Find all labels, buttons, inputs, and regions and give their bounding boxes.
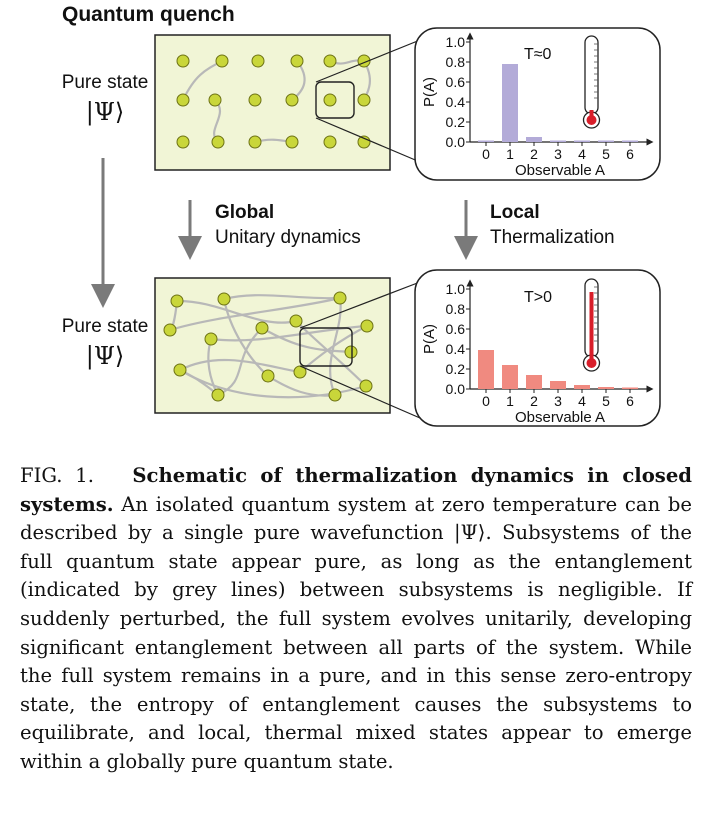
bottom-chart-xtick-label: 5 bbox=[602, 393, 610, 409]
top-ket: |Ψ⟩ bbox=[85, 98, 125, 126]
top-chart-bar-3 bbox=[550, 140, 566, 142]
bottom-chart-ytick-label: 0.6 bbox=[446, 321, 466, 337]
top-chart-ytick-label: 0.0 bbox=[446, 134, 466, 150]
bottom-chart-y-label: P(A) bbox=[421, 324, 438, 354]
bottom-chart-ytick-label: 0.0 bbox=[446, 381, 466, 397]
top-chart-y-label: P(A) bbox=[421, 77, 438, 107]
local-label-bold: Local bbox=[490, 202, 540, 223]
bottom-chart-xtick-label: 0 bbox=[482, 393, 490, 409]
top-temperature: T≈0 bbox=[524, 46, 552, 63]
bottom-chart-ytick-label: 1.0 bbox=[446, 281, 466, 297]
top-chart-ytick-label: 0.4 bbox=[446, 94, 466, 110]
global-label-text: Unitary dynamics bbox=[215, 227, 361, 248]
caption-body: An isolated quantum system at zero tempe… bbox=[20, 492, 692, 773]
top-chart-ytick-label: 0.6 bbox=[446, 74, 466, 90]
bottom-chart-xtick-label: 4 bbox=[578, 393, 586, 409]
top-chart-bar-1 bbox=[502, 64, 518, 142]
bottom-subsystem-box bbox=[299, 327, 353, 367]
bottom-chart-bar-5 bbox=[598, 387, 614, 389]
top-state-label: Pure state bbox=[61, 72, 149, 93]
top-chart-ytick-label: 0.2 bbox=[446, 114, 466, 130]
top-chart-ytick-label: 1.0 bbox=[446, 34, 466, 50]
bottom-chart-xtick-label: 2 bbox=[530, 393, 538, 409]
global-label: Global Unitary dynamics bbox=[215, 200, 361, 250]
top-chart-bar-6 bbox=[622, 140, 638, 142]
caption-title: Schematic of thermalization dynamics in … bbox=[20, 464, 693, 516]
top-particles bbox=[176, 54, 371, 149]
figure: Quantum quench Pure state |Ψ⟩ Pure state… bbox=[61, 3, 661, 427]
hot-thermometer-icon bbox=[582, 278, 601, 372]
figure-title: Quantum quench bbox=[62, 3, 235, 26]
bottom-chart-xtick-label: 3 bbox=[554, 393, 562, 409]
bottom-state-label: Pure state bbox=[61, 316, 149, 337]
bottom-chart-bar-0 bbox=[478, 350, 494, 389]
top-chart-bar-4 bbox=[574, 140, 590, 142]
top-chart-bar-0 bbox=[478, 140, 494, 142]
bottom-system-panel bbox=[154, 277, 421, 419]
top-chart-xtick-label: 2 bbox=[530, 146, 538, 162]
top-system-panel bbox=[154, 34, 421, 171]
cold-thermometer-icon bbox=[582, 35, 601, 129]
bottom-particles bbox=[163, 291, 374, 402]
top-chart-x-label: Observable A bbox=[515, 162, 605, 179]
top-chart-xtick-label: 5 bbox=[602, 146, 610, 162]
bottom-temperature: T>0 bbox=[524, 289, 552, 306]
bottom-chart-x-label: Observable A bbox=[515, 409, 605, 426]
bottom-chart-bar-3 bbox=[550, 381, 566, 389]
top-chart-xtick-label: 4 bbox=[578, 146, 586, 162]
top-subsystem-box bbox=[315, 81, 355, 119]
local-label-text: Thermalization bbox=[490, 227, 615, 248]
figure-caption: FIG. 1. Schematic of thermalization dyna… bbox=[20, 462, 692, 777]
bottom-chart-bar-1 bbox=[502, 365, 518, 389]
top-chart-xtick-label: 1 bbox=[506, 146, 514, 162]
top-chart-xtick-label: 3 bbox=[554, 146, 562, 162]
bottom-chart-ytick-label: 0.4 bbox=[446, 341, 466, 357]
bottom-ket: |Ψ⟩ bbox=[85, 342, 125, 370]
top-chart-xtick-label: 0 bbox=[482, 146, 490, 162]
top-chart-ytick-label: 0.8 bbox=[446, 54, 466, 70]
bottom-chart-ytick-label: 0.2 bbox=[446, 361, 466, 377]
bottom-chart-bar-6 bbox=[622, 387, 638, 389]
global-label-bold: Global bbox=[215, 202, 275, 223]
bottom-chart-ytick-label: 0.8 bbox=[446, 301, 466, 317]
caption-label: FIG. 1. bbox=[20, 464, 95, 487]
bottom-chart-bar-2 bbox=[526, 375, 542, 389]
top-chart-bar-2 bbox=[526, 137, 542, 142]
top-chart-xtick-label: 6 bbox=[626, 146, 634, 162]
bottom-chart-bar-4 bbox=[574, 385, 590, 389]
bottom-chart-xtick-label: 6 bbox=[626, 393, 634, 409]
top-chart-bar-5 bbox=[598, 140, 614, 142]
local-label: Local Thermalization bbox=[490, 200, 615, 250]
bottom-chart-xtick-label: 1 bbox=[506, 393, 514, 409]
